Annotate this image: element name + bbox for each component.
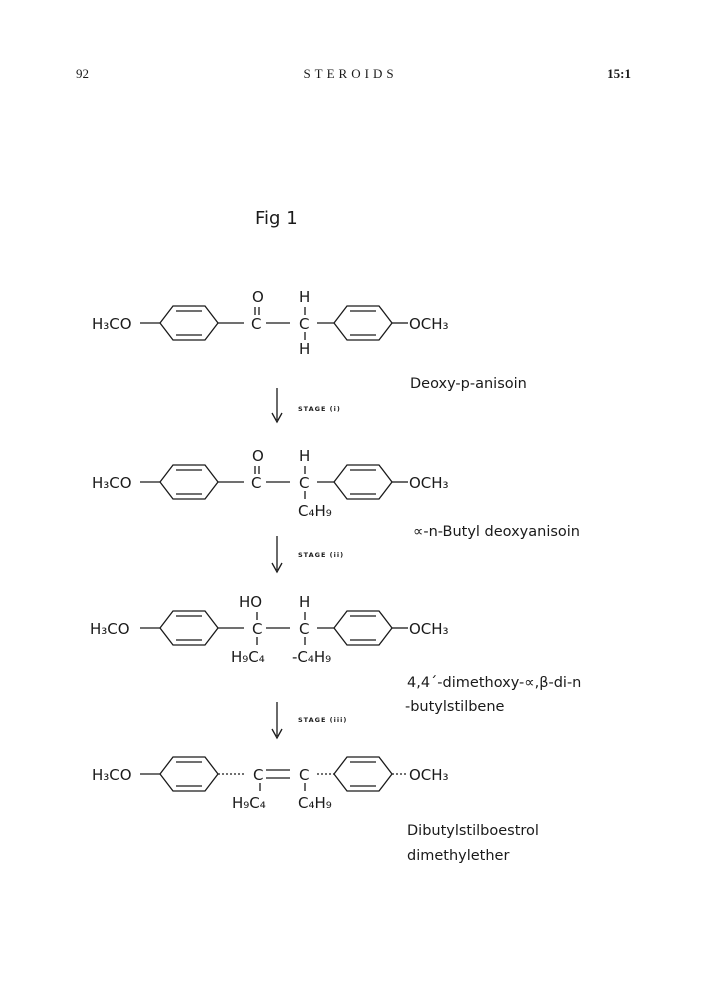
compound-4-name-line-1: Dibutylstilboestrol	[407, 823, 539, 839]
och3-label: OCH₃	[409, 766, 449, 784]
h3co-label: H₃CO	[90, 620, 130, 638]
hydroxyl-label: HO	[239, 593, 262, 611]
oxygen-label: O	[252, 288, 264, 306]
oxygen-label: O	[252, 447, 264, 465]
butyl-label: -C₄H₉	[292, 648, 331, 666]
carbon-label: C	[299, 620, 309, 638]
compound-4-structure	[140, 756, 408, 792]
compound-4-name-line-2: dimethylether	[407, 848, 509, 864]
hydrogen-label: H	[299, 593, 310, 611]
h3co-label: H₃CO	[92, 766, 132, 784]
compound-2-name: ∝-n-Butyl deoxyanisoin	[413, 524, 580, 540]
och3-label: OCH₃	[409, 620, 449, 638]
running-title: STEROIDS	[303, 66, 398, 81]
stage-3-arrow	[271, 702, 283, 740]
section-number: 15:1	[607, 66, 631, 81]
stage-1-arrow	[271, 388, 283, 424]
h3co-label: H₃CO	[92, 315, 132, 333]
hydrogen-label: H	[299, 447, 310, 465]
stage-2-arrow	[271, 536, 283, 574]
butyl-label: H₉C₄	[231, 648, 265, 666]
och3-label: OCH₃	[409, 474, 449, 492]
carbon-label: C	[252, 620, 262, 638]
h3co-label: H₃CO	[92, 474, 132, 492]
carbon-label: C	[299, 474, 309, 492]
carbon-label: C	[251, 315, 261, 333]
compound-2-structure	[140, 464, 408, 500]
butyl-label: H₉C₄	[232, 794, 266, 812]
hydrogen-label: H	[299, 340, 310, 358]
figure-title: Fig 1	[255, 208, 298, 229]
stage-1-label: STAGE (i)	[298, 405, 341, 413]
carbon-label: C	[253, 766, 263, 784]
compound-1-name: Deoxy-p-anisoin	[410, 376, 527, 392]
compound-3-name-line-1: 4,4´-dimethoxy-∝,β-di-n	[407, 675, 581, 691]
stage-2-label: STAGE (ii)	[298, 551, 344, 559]
stage-3-label: STAGE (iii)	[298, 716, 347, 724]
compound-3-structure	[140, 610, 408, 646]
carbon-label: C	[299, 315, 309, 333]
butyl-label: C₄H₉	[298, 502, 332, 520]
compound-1-structure	[140, 305, 408, 341]
compound-3-name-line-2: -butylstilbene	[405, 699, 505, 715]
och3-label: OCH₃	[409, 315, 449, 333]
hydrogen-label: H	[299, 288, 310, 306]
page-number: 92	[76, 66, 89, 81]
carbon-label: C	[251, 474, 261, 492]
butyl-label: C₄H₉	[298, 794, 332, 812]
carbon-label: C	[299, 766, 309, 784]
